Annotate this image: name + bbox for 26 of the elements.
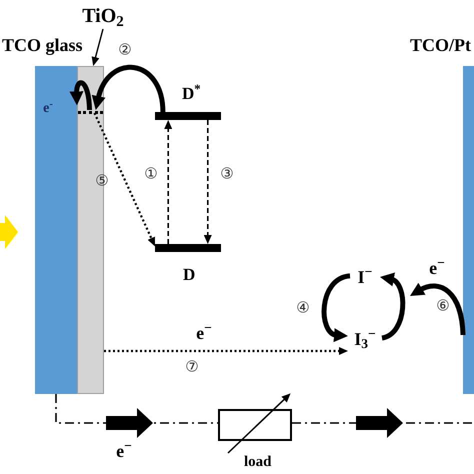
electron-label: e$^{-}$ [43, 102, 53, 116]
step-number: ③ [220, 166, 234, 182]
step-number: ⑦ [185, 360, 199, 374]
level-label: D [183, 266, 196, 283]
energy-level-line [78, 111, 103, 114]
layer-label: TiO$_{2}$ [80, 3, 126, 29]
step-number: ① [144, 166, 158, 182]
layer-label: TCO glass [2, 36, 83, 54]
electron-label: e$^{−}$ [196, 324, 212, 342]
dashed-arrow [164, 120, 172, 244]
level-label: D$^{*}$ [182, 85, 201, 102]
step-number: ② [118, 42, 132, 58]
curved-arrow [92, 65, 166, 112]
leader-arrow [92, 28, 104, 66]
dotted-arrow [94, 112, 155, 246]
dashed-arrow [204, 120, 212, 244]
ion-label: I$^{−}$ [350, 266, 380, 288]
dotted-arrow [104, 347, 348, 355]
electron-label: e$^{−}$ [429, 259, 445, 277]
layer-label: TCO/Pt [410, 36, 471, 54]
step-number: ⑥ [436, 298, 450, 314]
step-number: ④ [296, 300, 310, 316]
curved-arrow [70, 80, 92, 110]
step-number: ⑤ [95, 174, 109, 188]
electron-label: e$^{−}$ [116, 442, 132, 460]
load-label: load [244, 455, 272, 470]
